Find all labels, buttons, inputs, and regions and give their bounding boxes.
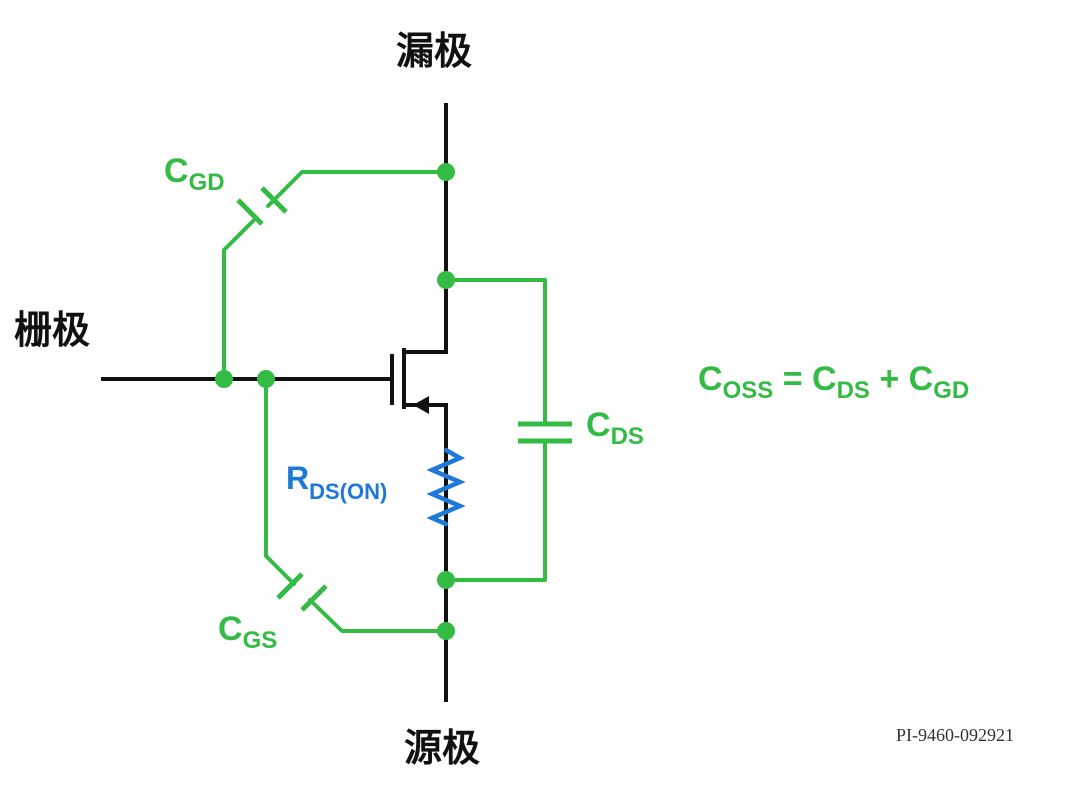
node-gate-cgd	[215, 370, 233, 388]
gate-label: 栅极	[14, 307, 90, 352]
figure-id: PI-9460-092921	[896, 725, 1014, 745]
coss-equation: COSS = CDS + CGD	[698, 360, 969, 404]
eq-lhs-main: C	[698, 360, 723, 398]
cgd-plate-b	[260, 186, 288, 214]
cgd-wire-bottom	[222, 216, 258, 381]
cgd-label-sub: GD	[189, 169, 225, 196]
eq-lhs-sub: OSS	[723, 377, 774, 404]
cgs-wire-top	[264, 377, 296, 586]
eq-t2-sub: GD	[933, 377, 969, 404]
node-source-cgs	[437, 622, 455, 640]
cds-wire-bottom	[444, 440, 547, 582]
node-source-cds	[437, 571, 455, 589]
cgs-branch	[264, 377, 448, 633]
cgd-label-main: C	[164, 152, 189, 190]
drain-label: 漏极	[396, 28, 472, 73]
rdson-label-main: R	[286, 460, 309, 496]
cds-label-main: C	[586, 406, 611, 444]
cgs-label: CGS	[218, 610, 277, 654]
cgs-plate-b	[300, 584, 328, 612]
node-drain-cgd	[437, 163, 455, 181]
cgd-branch	[222, 170, 448, 381]
cds-branch	[444, 278, 572, 582]
cds-label: CDS	[586, 406, 644, 450]
eq-t1-sub: DS	[837, 377, 870, 404]
rdson-resistor	[426, 447, 466, 527]
cgd-wire-top	[266, 170, 448, 208]
main-wires	[101, 103, 448, 702]
cgs-label-sub: GS	[243, 627, 278, 654]
cgs-wire-bottom	[308, 598, 448, 633]
cgs-label-main: C	[218, 610, 243, 648]
junction-nodes	[215, 163, 455, 640]
rdson-label: RDS(ON)	[286, 460, 387, 504]
node-drain-cds	[437, 271, 455, 289]
cgd-label: CGD	[164, 152, 225, 196]
source-arrow	[413, 396, 429, 414]
source-label: 源极	[404, 725, 480, 770]
eq-t1-main: C	[812, 360, 837, 398]
cgs-plate-a	[276, 572, 304, 600]
cgd-plate-a	[236, 198, 264, 226]
cds-wire-top	[444, 278, 547, 425]
eq-plus: +	[870, 360, 909, 398]
rdson-label-sub: DS(ON)	[309, 479, 387, 504]
eq-equals: =	[773, 360, 812, 398]
cds-label-sub: DS	[611, 423, 644, 450]
node-gate-cgs	[257, 370, 275, 388]
eq-t2-main: C	[909, 360, 934, 398]
